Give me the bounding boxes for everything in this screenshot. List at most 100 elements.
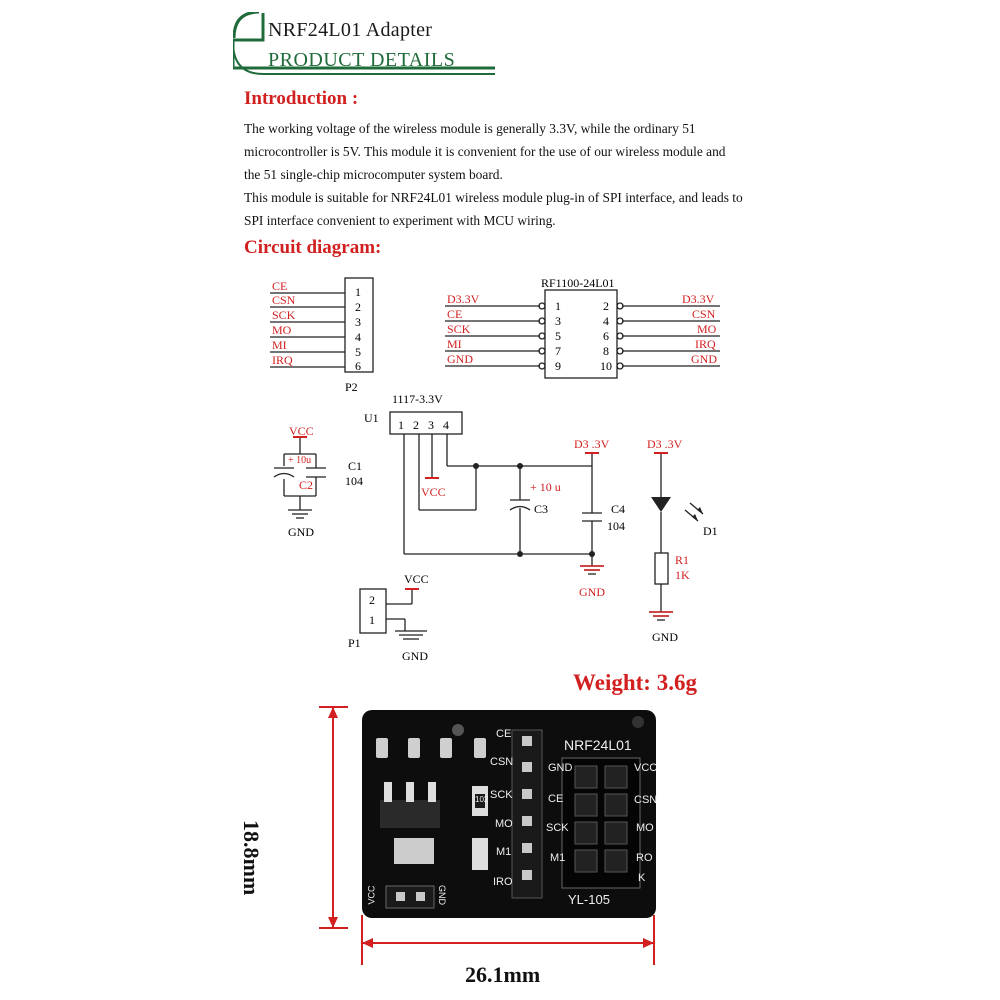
p2-signal: MI bbox=[272, 338, 287, 352]
circuit-labels: CE CSN SCK MO MI IRQ 1 2 3 4 5 6 P2 RF11… bbox=[272, 276, 718, 663]
socket-right-label: CSN bbox=[634, 794, 658, 806]
regulator-gnd: GND bbox=[579, 585, 605, 599]
width-dimension: 26.1mm bbox=[465, 962, 541, 987]
c2-ref: C2 bbox=[299, 478, 314, 492]
p1-vcc: VCC bbox=[404, 572, 429, 586]
height-dimension: 18.8mm bbox=[239, 820, 264, 896]
rf-right-signal: IRQ bbox=[695, 337, 716, 351]
intro-line: microcontroller is 5V. This module it is… bbox=[244, 144, 726, 159]
led-gnd: GND bbox=[652, 630, 678, 644]
header-label: MO bbox=[495, 818, 513, 830]
power-label-vcc: VCC bbox=[366, 885, 377, 905]
input-vcc: VCC bbox=[289, 424, 314, 438]
socket-left-label: SCK bbox=[546, 822, 569, 834]
socket-left-label: M1 bbox=[550, 852, 566, 864]
rf-right-pin: 6 bbox=[603, 329, 609, 343]
regulator-pin: 2 bbox=[413, 418, 419, 432]
socket-left-label: CE bbox=[548, 793, 564, 805]
rf-left-pin: 1 bbox=[555, 299, 561, 313]
p2-pin: 6 bbox=[355, 359, 361, 373]
rf-right-pin: 4 bbox=[603, 314, 609, 328]
p2-pin: 3 bbox=[355, 315, 361, 329]
rf-left-signal: MI bbox=[447, 337, 462, 351]
board-illustration bbox=[319, 706, 656, 965]
weight-label: Weight: 3.6g bbox=[573, 670, 697, 695]
rf-left-pin: 9 bbox=[555, 359, 561, 373]
socket-right-label: VCC bbox=[634, 762, 658, 774]
c1-value: 104 bbox=[345, 474, 363, 488]
intro-line: the 51 single-chip microcomputer system … bbox=[244, 167, 503, 182]
socket-right-label: RO bbox=[636, 852, 653, 864]
rf-right-signal: CSN bbox=[692, 307, 716, 321]
header-label: CE bbox=[496, 728, 512, 740]
rf-right-pin: 8 bbox=[603, 344, 609, 358]
p1-pin: 2 bbox=[369, 593, 375, 607]
c4-value: 104 bbox=[607, 519, 625, 533]
rf-left-pin: 3 bbox=[555, 314, 561, 328]
board-resistor-code: 102 bbox=[475, 795, 489, 804]
regulator-vcc: VCC bbox=[421, 485, 446, 499]
circuit-heading: Circuit diagram: bbox=[244, 237, 382, 258]
rf-right-signal: D3.3V bbox=[682, 292, 715, 306]
r1-value: 1K bbox=[675, 568, 690, 582]
rf-right-signal: GND bbox=[691, 352, 717, 366]
rf-right-pin: 10 bbox=[600, 359, 612, 373]
led-ref: D1 bbox=[703, 524, 718, 538]
c3-value: + 10 u bbox=[530, 480, 561, 494]
c3-ref: C3 bbox=[534, 502, 549, 516]
regulator-part: 1117-3.3V bbox=[392, 392, 443, 406]
p2-pin: 5 bbox=[355, 345, 361, 359]
p1-pin: 1 bbox=[369, 613, 375, 627]
rf-left-pin: 5 bbox=[555, 329, 561, 343]
regulator-ref: U1 bbox=[364, 411, 379, 425]
rf-left-signal: D3.3V bbox=[447, 292, 480, 306]
intro-line: The working voltage of the wireless modu… bbox=[244, 121, 696, 136]
rf-left-signal: GND bbox=[447, 352, 473, 366]
regulator-pin: 3 bbox=[428, 418, 434, 432]
p2-signal: MO bbox=[272, 323, 292, 337]
p2-signal: CE bbox=[272, 279, 288, 293]
header-frame bbox=[233, 12, 495, 75]
p2-name: P2 bbox=[345, 380, 358, 394]
introduction-heading: Introduction : bbox=[244, 88, 359, 109]
p2-signal: CSN bbox=[272, 293, 296, 307]
r1-ref: R1 bbox=[675, 553, 690, 567]
p1-gnd: GND bbox=[402, 649, 428, 663]
socket-left-label: GND bbox=[548, 762, 573, 774]
header-label: M1 bbox=[496, 846, 512, 858]
p1-name: P1 bbox=[348, 636, 361, 650]
intro-line: SPI interface convenient to experiment w… bbox=[244, 213, 556, 228]
board-labels: NRF24L01 YL-105 102 CE CSN SCK MO M1 IRO… bbox=[300, 690, 700, 990]
p2-pin: 4 bbox=[355, 330, 361, 344]
header-label: CSN bbox=[490, 756, 514, 768]
led-rail: D3 .3V bbox=[647, 437, 683, 451]
p2-signal: IRQ bbox=[272, 353, 293, 367]
introduction-text: The working voltage of the wireless modu… bbox=[244, 117, 774, 232]
regulator-pin: 1 bbox=[398, 418, 404, 432]
header-label: SCK bbox=[490, 789, 513, 801]
c4-ref: C4 bbox=[611, 502, 626, 516]
circuit-diagram bbox=[270, 277, 720, 640]
rf-right-pin: 2 bbox=[603, 299, 609, 313]
header-title: NRF24L01 Adapter bbox=[268, 19, 433, 41]
p2-pin: 2 bbox=[355, 300, 361, 314]
socket-right-label: K bbox=[638, 872, 646, 884]
header-label: IRO bbox=[493, 876, 513, 888]
p2-pin: 1 bbox=[355, 285, 361, 299]
rf-left-signal: CE bbox=[447, 307, 463, 321]
c1-ref: C1 bbox=[348, 459, 363, 473]
header-subtitle: PRODUCT DETAILS bbox=[268, 49, 456, 71]
intro-line: This module is suitable for NRF24L01 wir… bbox=[244, 190, 743, 205]
board-model: YL-105 bbox=[568, 892, 610, 907]
power-label-gnd: GND bbox=[437, 885, 447, 905]
rf-name: RF1100-24L01 bbox=[541, 276, 615, 290]
p2-signal: SCK bbox=[272, 308, 296, 322]
rf-right-signal: MO bbox=[697, 322, 717, 336]
input-gnd: GND bbox=[288, 525, 314, 539]
board-module-label: NRF24L01 bbox=[564, 737, 632, 753]
rail-label: D3 .3V bbox=[574, 437, 610, 451]
rf-left-signal: SCK bbox=[447, 322, 471, 336]
regulator-pin: 4 bbox=[443, 418, 449, 432]
socket-right-label: MO bbox=[636, 822, 654, 834]
rf-left-pin: 7 bbox=[555, 344, 561, 358]
